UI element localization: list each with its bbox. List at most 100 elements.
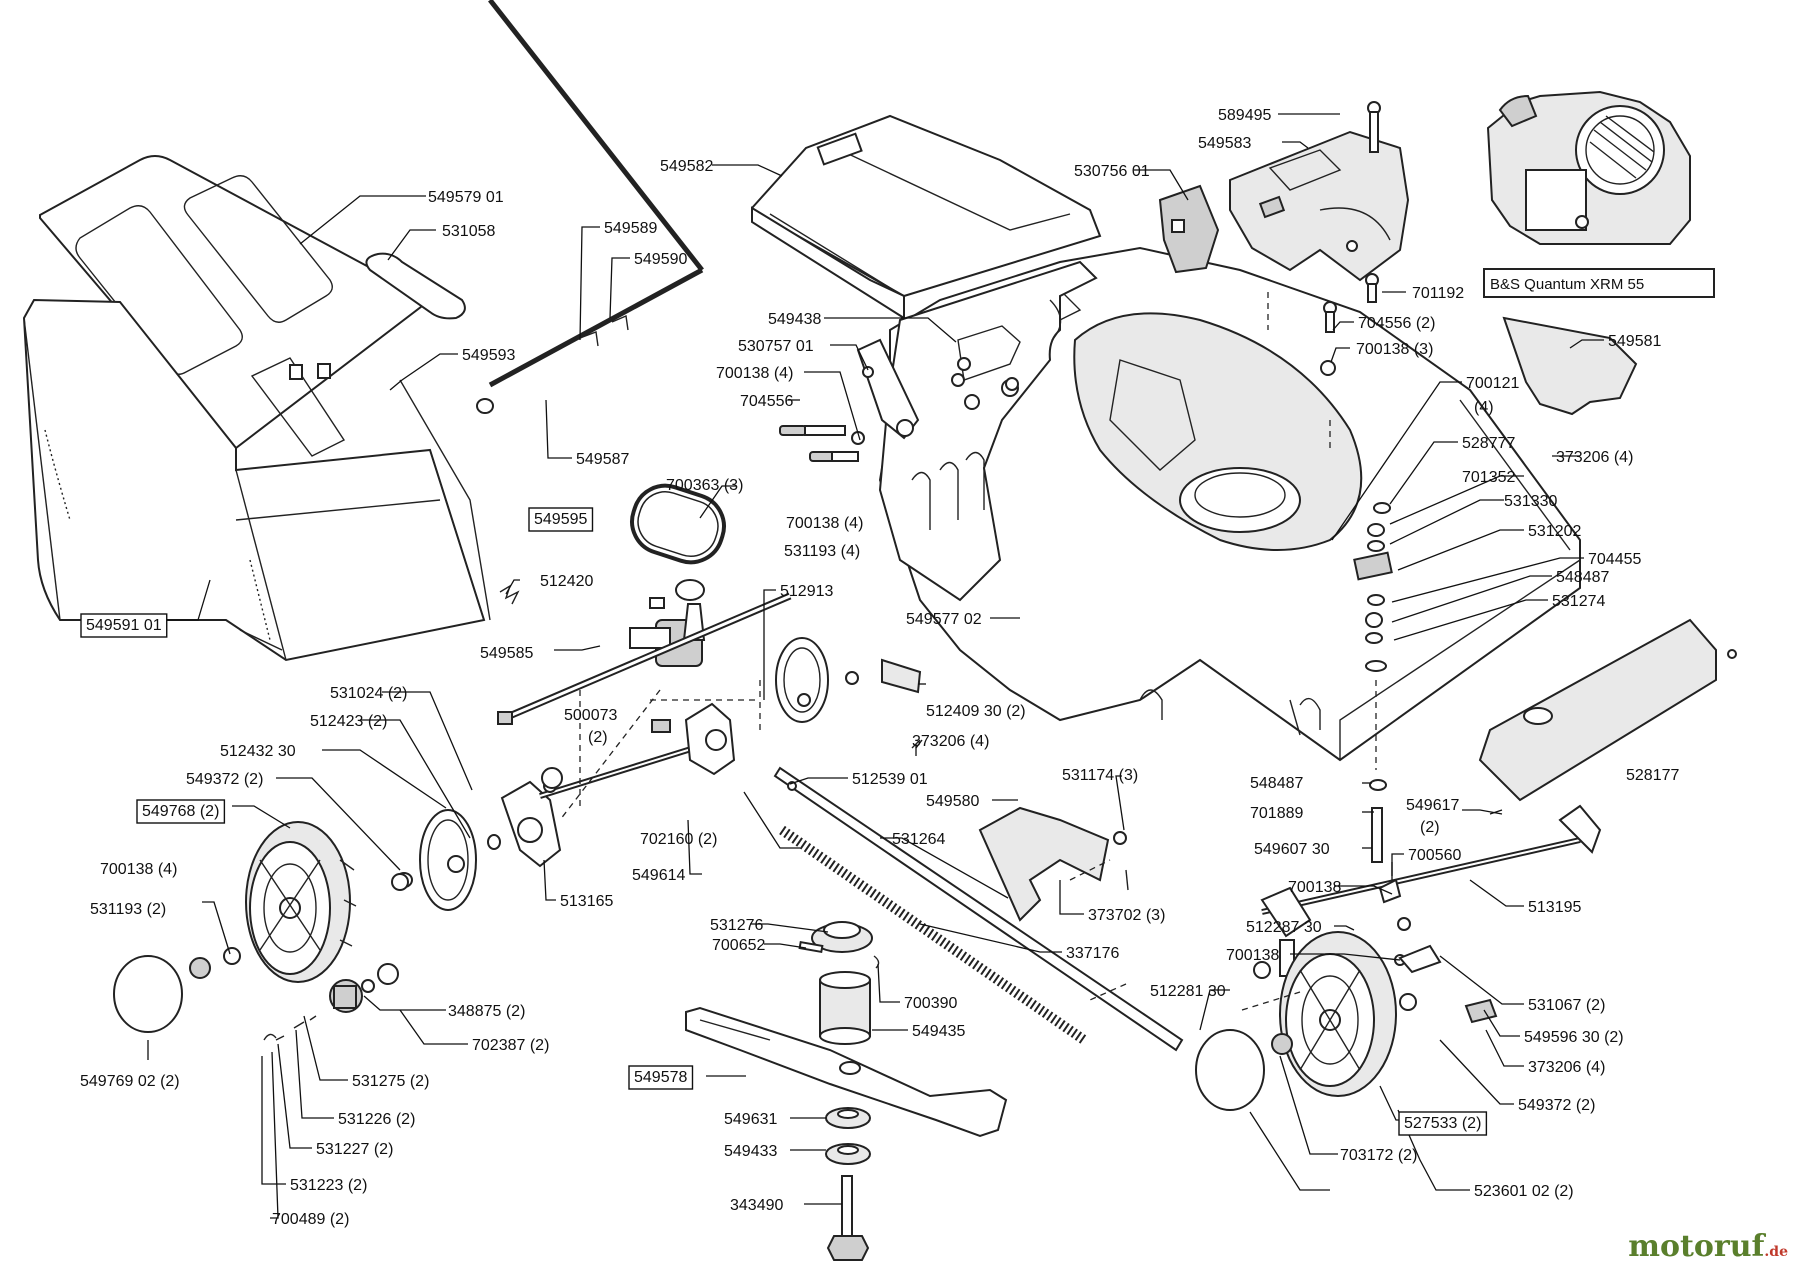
part-number-label: 704455 bbox=[1588, 551, 1641, 568]
part-number-label: 700652 bbox=[712, 937, 765, 954]
part-number-label: 500073 bbox=[564, 707, 617, 724]
part-number-label: 700390 bbox=[904, 995, 957, 1012]
left-wheel-part bbox=[245, 821, 357, 983]
part-number-label: 702387 (2) bbox=[472, 1037, 549, 1054]
part-number-label: 531330 bbox=[1504, 493, 1557, 510]
spring-clip-part bbox=[499, 584, 520, 605]
engine-label-box bbox=[1483, 268, 1715, 298]
left-wheel-washer-part bbox=[391, 873, 409, 891]
part-number-label: 531193 (2) bbox=[90, 901, 166, 918]
part-number-label: 549589 bbox=[604, 220, 657, 237]
part-number-label: 700138 bbox=[1226, 947, 1279, 964]
part-number-label: 512423 (2) bbox=[310, 713, 387, 730]
part-number-label: 700138 (4) bbox=[100, 861, 177, 878]
part-number-label: 531275 (2) bbox=[352, 1073, 429, 1090]
catcher-rod-part bbox=[476, 0, 704, 414]
part-number-label: 531193 (4) bbox=[784, 543, 860, 560]
part-number-label: 700560 bbox=[1408, 847, 1461, 864]
part-number-label: 549583 bbox=[1198, 135, 1251, 152]
part-number-label: 549433 bbox=[724, 1143, 777, 1160]
part-number-label: 512420 bbox=[540, 573, 593, 590]
part-number-label: 531223 (2) bbox=[290, 1177, 367, 1194]
part-number-label: 531174 (3) bbox=[1062, 767, 1138, 784]
blade-bolt-part bbox=[825, 1107, 871, 1261]
leader-lines bbox=[147, 113, 1604, 1219]
part-number-label: 549372 (2) bbox=[1518, 1097, 1595, 1114]
part-number-label: 549372 (2) bbox=[186, 771, 263, 788]
part-number-label: 700121 bbox=[1466, 375, 1519, 392]
part-number-label: 701889 bbox=[1250, 805, 1303, 822]
part-number-label: 589495 bbox=[1218, 107, 1271, 124]
part-number-label: 531202 bbox=[1528, 523, 1581, 540]
small-screw-part bbox=[911, 739, 921, 756]
drive-belt-part bbox=[630, 483, 726, 565]
height-spindle-part bbox=[1369, 779, 1498, 1024]
part-number-label: 549590 bbox=[634, 251, 687, 268]
watermark-logo: motoruf.de bbox=[1628, 1229, 1788, 1264]
part-number-label: 704556 bbox=[740, 393, 793, 410]
part-number-label: 549769 02 (2) bbox=[80, 1073, 180, 1090]
part-number-label: 549631 bbox=[724, 1111, 777, 1128]
clip-part bbox=[881, 658, 922, 694]
mulch-plug-part bbox=[978, 806, 1110, 922]
part-number-label: 549578 bbox=[634, 1069, 687, 1086]
part-number-label: 549438 bbox=[768, 311, 821, 328]
spring-part bbox=[779, 825, 1087, 1045]
label-frame bbox=[1398, 1111, 1488, 1136]
part-number-label: 701352 bbox=[1462, 469, 1515, 486]
label-frame bbox=[136, 799, 226, 824]
engine-part bbox=[1486, 90, 1691, 245]
right-wheel-part bbox=[1279, 931, 1397, 1097]
deck-stack-part bbox=[1353, 502, 1393, 672]
part-number-label: 531067 (2) bbox=[1528, 997, 1605, 1014]
part-number-label: 531226 (2) bbox=[338, 1111, 415, 1128]
part-number-label: 531024 (2) bbox=[330, 685, 407, 702]
part-number-label: 549593 bbox=[462, 347, 515, 364]
part-number-label: 530757 01 bbox=[738, 338, 814, 355]
part-number-label: 373702 (3) bbox=[1088, 907, 1165, 924]
left-hub-plate-part bbox=[395, 809, 501, 911]
engine-cover-part bbox=[1158, 101, 1410, 376]
part-number-label: 512287 30 bbox=[1246, 919, 1322, 936]
part-number-label: 700489 (2) bbox=[272, 1211, 349, 1228]
part-number-label: 548487 bbox=[1556, 569, 1609, 586]
part-number-label: 700138 (4) bbox=[786, 515, 863, 532]
part-number-label: 512913 bbox=[780, 583, 833, 600]
part-number-label: 549607 30 bbox=[1254, 841, 1330, 858]
part-number-label: 531264 bbox=[892, 831, 945, 848]
part-number-label: 513165 bbox=[560, 893, 613, 910]
part-number-label: 373206 (4) bbox=[1556, 449, 1633, 466]
part-number-label: 549577 02 bbox=[906, 611, 982, 628]
part-number-label: 549595 bbox=[534, 511, 587, 528]
part-number-label: 548487 bbox=[1250, 775, 1303, 792]
part-number-label: 549591 01 bbox=[86, 617, 162, 634]
part-number-label: 549596 30 (2) bbox=[1524, 1029, 1624, 1046]
left-wheel-plate-part bbox=[500, 702, 736, 868]
left-hubcap-part bbox=[113, 947, 399, 1041]
right-hubcap-part bbox=[1195, 993, 1417, 1111]
part-number-label: 531276 bbox=[710, 917, 763, 934]
catcher-lid-part bbox=[39, 155, 432, 457]
catcher-bag-part bbox=[22, 298, 491, 662]
assembly-guides bbox=[559, 292, 1377, 1011]
part-number-label: 549768 (2) bbox=[142, 803, 219, 820]
hinge-bracket-part bbox=[856, 338, 920, 440]
part-number-label: (2) bbox=[1420, 819, 1440, 836]
front-bumper-part bbox=[1478, 618, 1717, 802]
watermark-suffix: .de bbox=[1764, 1244, 1788, 1260]
part-number-label: 531274 bbox=[1552, 593, 1605, 610]
part-number-label: 528177 bbox=[1626, 767, 1679, 784]
part-number-label: 702160 (2) bbox=[640, 831, 717, 848]
part-number-label: 528777 bbox=[1462, 435, 1515, 452]
strip-part bbox=[365, 252, 466, 320]
part-number-label: 512432 30 bbox=[220, 743, 296, 760]
part-number-label: 337176 bbox=[1066, 945, 1119, 962]
part-number-label: 530756 01 bbox=[1074, 163, 1150, 180]
blade-adapter-part bbox=[798, 921, 880, 1045]
watermark-main: motoruf bbox=[1628, 1229, 1765, 1264]
part-number-label: 512409 30 (2) bbox=[926, 703, 1026, 720]
plug-screw-part bbox=[1125, 869, 1129, 891]
part-number-label: 527533 (2) bbox=[1404, 1115, 1481, 1132]
part-number-label: 549435 bbox=[912, 1023, 965, 1040]
